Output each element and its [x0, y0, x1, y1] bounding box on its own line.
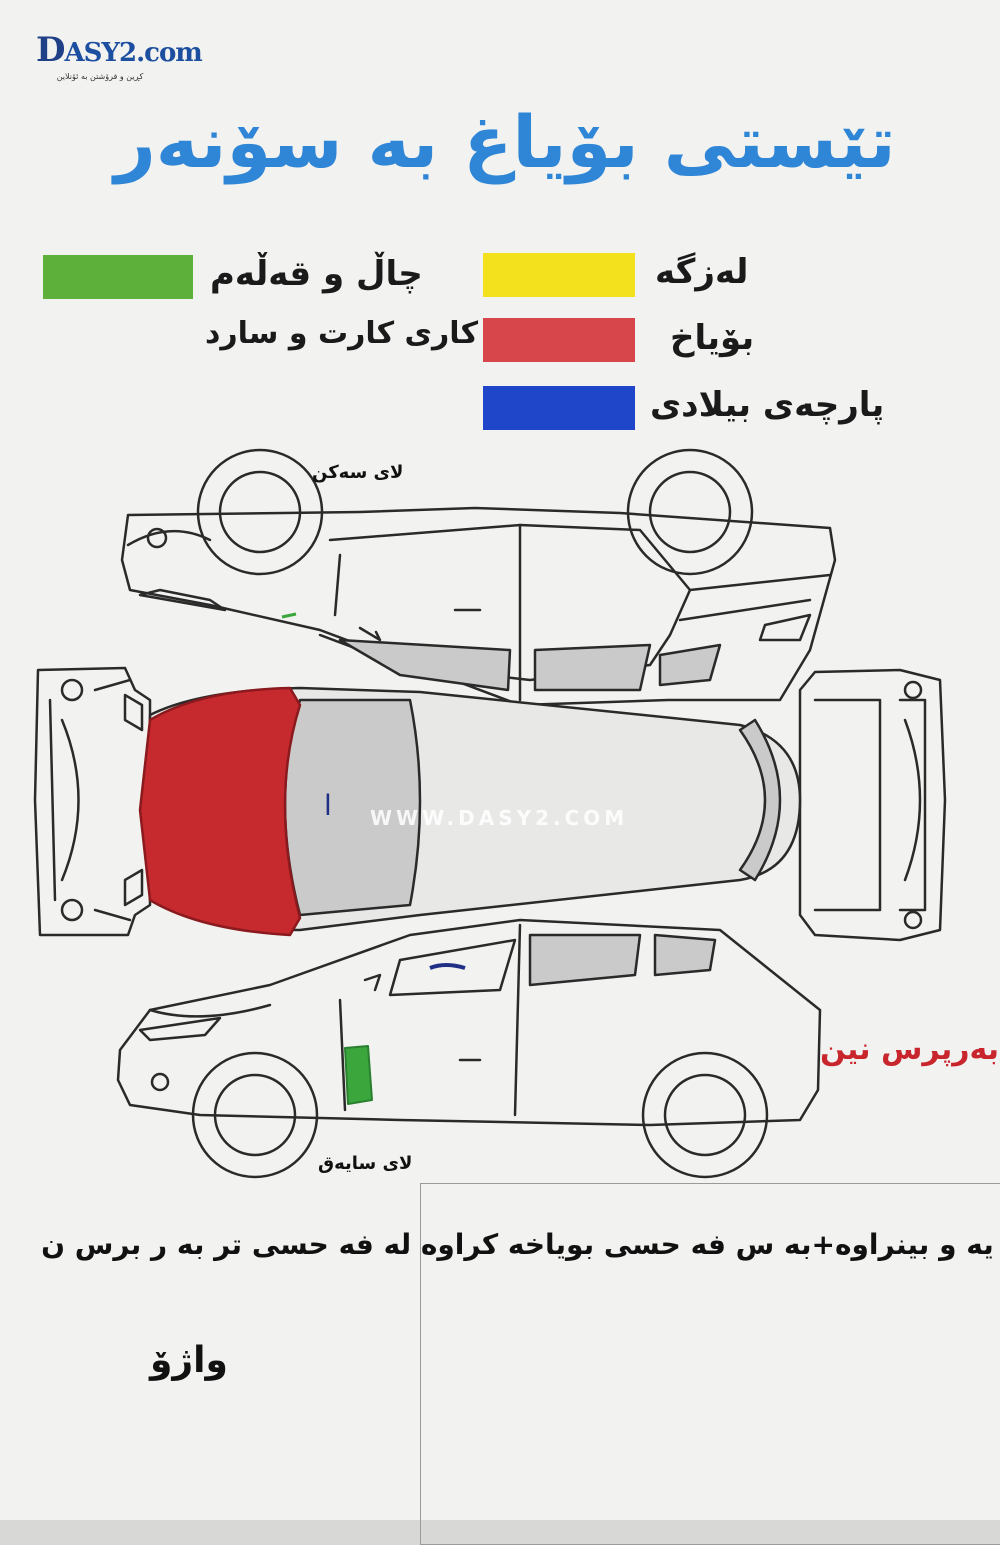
legend-label-card-work: کاری کارت و سارد: [205, 316, 479, 351]
hood-marker: ا: [324, 789, 332, 822]
scribble-mark: [429, 963, 466, 970]
legend-label-dent: چاڵ و قەڵەم: [210, 254, 423, 294]
disclaimer-text: بەرپرس نین: [820, 1032, 1000, 1067]
car-rear-view: [798, 668, 947, 942]
logo-tagline: کڕین و فرۆشتن بە ئۆنلاین: [56, 72, 144, 81]
car-damage-diagram: ا: [33, 448, 947, 1179]
scratch-mark-door: [344, 1045, 373, 1105]
legend-label-replacement-part: پارچەی بیلادی: [650, 385, 885, 425]
legend-swatch-green: [43, 255, 193, 299]
site-logo[interactable]: DASY2.com کڕین و فرۆشتن بە ئۆنلاین: [36, 30, 203, 85]
car-bottom-side-view: [116, 918, 822, 1179]
car-top-side-view: [120, 448, 837, 707]
legend-label-paint: بۆیاخ: [670, 318, 755, 358]
bottom-side-windows: [528, 933, 717, 987]
painted-hood-panel: [138, 686, 302, 937]
scratch-mark-small: [281, 612, 297, 619]
inspection-note: ە یە و بینراوە+بە س فە حسی بویاخە کراوە …: [41, 1228, 1000, 1261]
legend-swatch-yellow: [483, 253, 635, 297]
page-title: تێستی بۆیاغ بە سۆنەر: [114, 100, 896, 184]
legend-swatch-red: [483, 318, 635, 362]
legend-label-lezga: لەزگە: [655, 252, 749, 292]
watermark: WWW.DASY2.COM: [370, 806, 629, 830]
top-side-label: لای سەکن: [312, 462, 404, 483]
logo-text: DASY2.com: [36, 30, 203, 70]
car-front-view: [33, 666, 152, 937]
top-down-windows: [283, 698, 782, 917]
top-side-windows: [338, 638, 722, 692]
legend-swatch-blue: [483, 386, 635, 430]
signature-label: واژۆ: [150, 1340, 228, 1381]
bottom-side-label: لای سایەق: [318, 1153, 413, 1174]
